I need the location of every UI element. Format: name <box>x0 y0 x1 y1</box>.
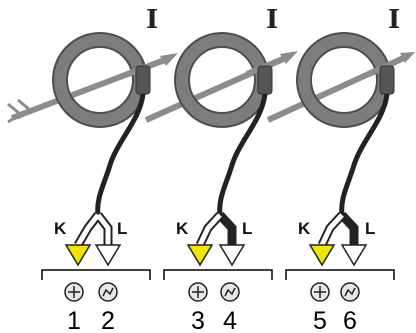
clamp-jaw <box>257 65 273 95</box>
terminal-number: 4 <box>223 307 237 333</box>
terminal-block <box>41 269 151 280</box>
arrowhead-icon <box>400 52 415 63</box>
current-label: I <box>146 5 158 35</box>
current-arrow-shaft-front <box>245 53 292 77</box>
clamp-jaw <box>379 65 395 95</box>
l-lead-core <box>96 213 111 245</box>
terminal-number: 5 <box>313 307 327 333</box>
clamp-cable <box>95 93 146 216</box>
l-down-arrow-icon <box>340 244 368 267</box>
l-down-arrow-icon <box>218 244 246 267</box>
l-lead <box>338 211 359 245</box>
l-label: L <box>117 219 127 238</box>
arrowhead-icon <box>160 53 178 66</box>
current-label: I <box>266 5 278 35</box>
k-label: K <box>298 219 311 238</box>
arrow-tail-icon <box>7 98 33 124</box>
clamp-1: K L I 1 2 <box>7 5 178 333</box>
arrowhead-icon <box>280 51 298 64</box>
l-lead <box>216 211 237 245</box>
k-label: K <box>176 219 189 238</box>
terminal-screw-icon <box>64 282 84 302</box>
clamp-ring-fill <box>176 34 268 126</box>
terminal-screw-icon <box>98 282 118 302</box>
terminal-block <box>285 269 395 280</box>
k-label: K <box>54 219 67 238</box>
terminal-screw-icon <box>340 282 360 302</box>
l-down-arrow-icon <box>94 244 122 267</box>
k-down-arrow-icon <box>64 244 92 267</box>
l-label: L <box>365 219 375 238</box>
terminal-number: 1 <box>67 307 81 333</box>
current-arrow-shaft-front <box>367 53 410 77</box>
k-lead-core <box>197 213 222 247</box>
terminal-number: 2 <box>101 307 115 333</box>
terminal-screw-icon <box>188 282 208 302</box>
clamp-ring-fill <box>298 34 390 126</box>
l-label: L <box>242 219 252 238</box>
current-label: I <box>388 5 400 35</box>
terminal-screw-icon <box>310 282 330 302</box>
clamp-cable <box>339 93 390 216</box>
clamp-2: K L I 3 4 <box>144 5 298 333</box>
k-down-arrow-icon <box>186 244 214 267</box>
k-lead-core <box>319 213 344 247</box>
k-lead-core <box>75 213 100 247</box>
terminal-screw-icon <box>220 282 240 302</box>
clamp-ring-fill <box>54 34 146 126</box>
terminal-number: 3 <box>191 307 205 333</box>
clamp-3: K L I 5 6 <box>266 5 415 333</box>
terminal-number: 6 <box>343 307 357 333</box>
clamp-jaw <box>135 65 151 95</box>
terminal-block <box>163 269 273 280</box>
k-down-arrow-icon <box>308 244 336 267</box>
clamp-cable <box>217 93 268 216</box>
